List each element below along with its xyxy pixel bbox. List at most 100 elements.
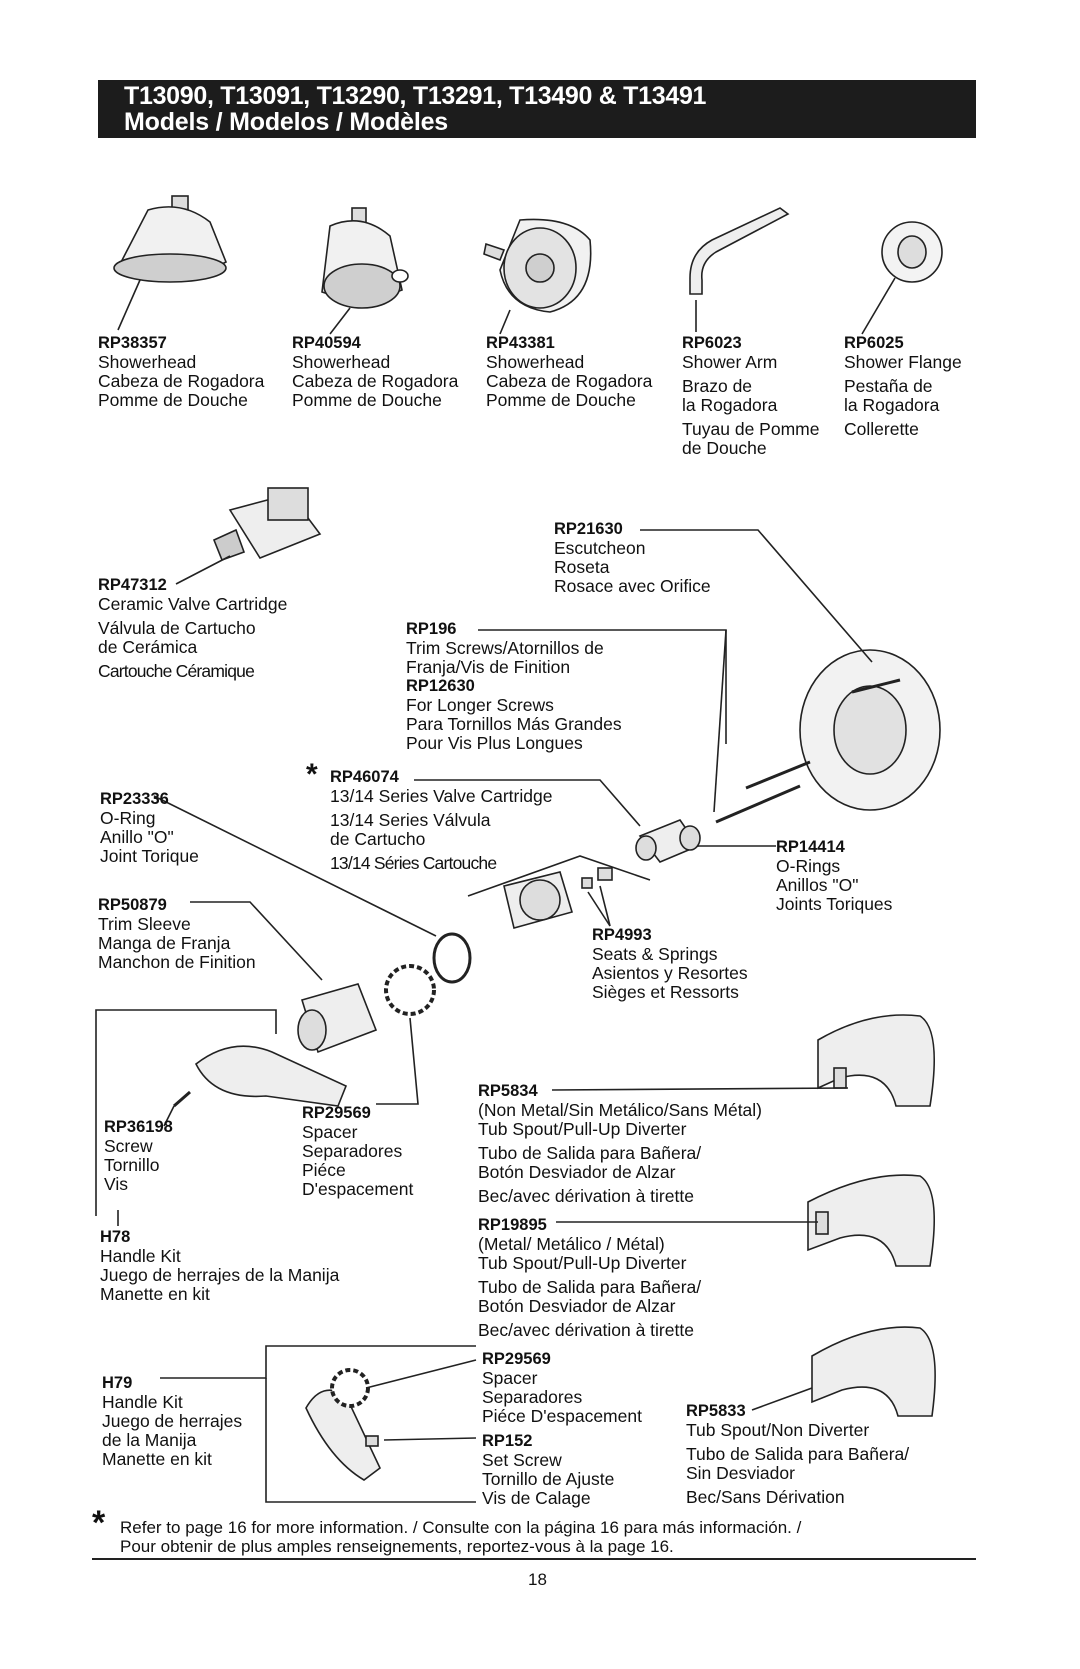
part-code: RP6025 — [844, 334, 904, 352]
part-code: RP36198 — [104, 1118, 173, 1136]
part-code: RP196 — [406, 620, 457, 638]
seats-springs-rp4993-drawing — [581, 867, 613, 927]
part-code: RP46074 — [330, 768, 399, 786]
title-banner: T13090, T13091, T13290, T13291, T13490 &… — [98, 80, 976, 138]
part-desc-es: Separadores — [302, 1141, 403, 1161]
shower-arm-rp6023-drawing — [689, 207, 790, 332]
part-desc-en: Trim Screws/Atornillos de — [406, 638, 604, 658]
part-code: RP6023 — [682, 334, 742, 352]
part-desc-fr: Collerette — [844, 419, 919, 439]
part-desc-en: For Longer Screws — [406, 695, 554, 715]
part-desc-en: Ceramic Valve Cartridge — [98, 594, 288, 614]
part-desc-fr: Manette en kit — [100, 1284, 210, 1304]
asterisk-marker: * — [306, 758, 318, 791]
part-desc-es: Asientos y Resortes — [592, 963, 748, 983]
part-rp36198: RP36198 Screw Tornillo Vis — [104, 1118, 173, 1194]
part-desc-es: Juego de herrajes de la Manija — [100, 1265, 340, 1285]
part-desc-es: Cabeza de Rogadora — [98, 371, 265, 391]
part-code: RP19895 — [478, 1216, 547, 1234]
tub-spout-rp5834-drawing — [551, 1014, 935, 1107]
part-desc-en: Showerhead — [98, 352, 197, 372]
escutcheon-rp21630-drawing — [640, 529, 941, 811]
part-desc-en: 13/14 Series Valve Cartridge — [330, 786, 553, 806]
part-desc-fr-2: D'espacement — [302, 1179, 414, 1199]
part-desc-es-2: de Cartucho — [330, 829, 426, 849]
rp46074-group-outline — [414, 779, 651, 929]
part-rp5833: RP5833 Tub Spout/Non Diverter Tubo de Sa… — [686, 1402, 909, 1507]
part-desc-en: Tub Spout/Pull-Up Diverter — [478, 1253, 687, 1273]
part-desc-en: Spacer — [482, 1368, 538, 1388]
part-rp50879: RP50879 Trim Sleeve Manga de Franja Manc… — [98, 896, 256, 972]
part-code: RP29569 — [302, 1104, 371, 1122]
part-desc-fr: Pour Vis Plus Longues — [406, 733, 583, 753]
part-rp5834: RP5834 (Non Metal/Sin Metálico/Sans Méta… — [478, 1082, 762, 1206]
part-desc-fr: Piéce — [302, 1160, 346, 1180]
part-code: RP50879 — [98, 896, 167, 914]
footnote-line-2: Pour obtenir de plus amples renseignemen… — [120, 1537, 674, 1556]
spacer-rp29569-drawing — [376, 964, 436, 1105]
part-desc-es-2: de Cerámica — [98, 637, 198, 657]
title-models-translated: Models / Modelos / Modèles — [124, 108, 449, 136]
part-desc-es: Cabeza de Rogadora — [486, 371, 653, 391]
part-desc-es: Tubo de Salida para Bañera/ — [686, 1444, 910, 1464]
part-rp29569-a: RP29569 Spacer Separadores Piéce D'espac… — [302, 1104, 413, 1199]
showerhead-rp38357-drawing — [113, 195, 228, 331]
part-code-rp12630: RP12630 — [406, 677, 475, 695]
part-desc-en: Handle Kit — [100, 1246, 181, 1266]
handle-h79-drawing — [160, 1345, 477, 1503]
part-desc-fr: Pomme de Douche — [98, 390, 248, 410]
tub-spout-rp5833-drawing — [751, 1326, 936, 1417]
part-desc-es: Anillo "O" — [100, 827, 174, 847]
part-desc-es: Válvula de Cartucho — [98, 618, 256, 638]
part-code: RP43381 — [486, 334, 555, 352]
tub-spout-rp19895-drawing — [556, 1174, 935, 1267]
ceramic-cartridge-rp47312-drawing — [175, 487, 322, 585]
part-rp38357: RP38357 Showerhead Cabeza de Rogadora Po… — [98, 334, 264, 410]
part-desc-fr: Franja/Vis de Finition — [406, 657, 571, 677]
part-desc-en: Handle Kit — [102, 1392, 183, 1412]
part-desc-fr: Cartouche Céramique — [98, 661, 255, 681]
part-desc-es: Roseta — [554, 557, 610, 577]
part-desc-en: Showerhead — [292, 352, 391, 372]
part-desc-es: Tubo de Salida para Bañera/ — [478, 1143, 702, 1163]
part-desc-fr: Manchon de Finition — [98, 952, 256, 972]
part-desc-es: Pestaña de — [844, 376, 933, 396]
part-desc-fr: Bec/avec dérivation à tirette — [478, 1320, 694, 1340]
part-code: RP5833 — [686, 1402, 746, 1420]
part-rp46074: RP46074 13/14 Series Valve Cartridge 13/… — [330, 768, 552, 873]
showerhead-rp43381-drawing — [483, 218, 592, 335]
part-code: RP14414 — [776, 838, 845, 856]
part-code: H78 — [100, 1228, 131, 1246]
part-desc-fr: Pomme de Douche — [292, 390, 442, 410]
part-rp21630: RP21630 Escutcheon Roseta Rosace avec Or… — [554, 520, 711, 596]
part-code: RP23336 — [100, 790, 169, 808]
part-code: RP40594 — [292, 334, 361, 352]
part-desc-es-2: la Rogadora — [682, 395, 778, 415]
part-rp23336: RP23336 O-Ring Anillo "O" Joint Torique — [100, 790, 199, 866]
part-rp14414: RP14414 O-Rings Anillos "O" Joints Toriq… — [776, 838, 892, 914]
part-desc-es-2: Botón Desviador de Alzar — [478, 1162, 676, 1182]
handle-h78-drawing — [95, 1009, 348, 1216]
part-desc-es-2: Sin Desviador — [686, 1463, 795, 1483]
part-desc-fr: Vis — [104, 1174, 128, 1194]
part-desc-es: Brazo de — [682, 376, 753, 396]
part-desc-en: Shower Arm — [682, 352, 778, 372]
part-code: RP38357 — [98, 334, 167, 352]
part-desc-es-2: de la Manija — [102, 1430, 197, 1450]
part-desc-fr: Rosace avec Orifice — [554, 576, 711, 596]
part-desc-fr: Sièges et Ressorts — [592, 982, 739, 1002]
shower-flange-rp6025-drawing — [861, 221, 943, 335]
part-desc-en: Set Screw — [482, 1450, 562, 1470]
part-desc-fr: Vis de Calage — [482, 1488, 591, 1508]
part-desc-en: Showerhead — [486, 352, 585, 372]
title-models: T13090, T13091, T13290, T13291, T13490 &… — [124, 82, 707, 110]
part-desc-fr-2: de Douche — [682, 438, 767, 458]
part-code: RP5834 — [478, 1082, 538, 1100]
part-desc-material: (Non Metal/Sin Metálico/Sans Métal) — [478, 1100, 762, 1120]
part-rp4993: RP4993 Seats & Springs Asientos y Resort… — [592, 926, 748, 1002]
part-desc-en: Tub Spout/Non Diverter — [686, 1420, 870, 1440]
part-h78: H78 Handle Kit Juego de herrajes de la M… — [100, 1228, 339, 1304]
part-rp47312: RP47312 Ceramic Valve Cartridge Válvula … — [98, 576, 287, 681]
